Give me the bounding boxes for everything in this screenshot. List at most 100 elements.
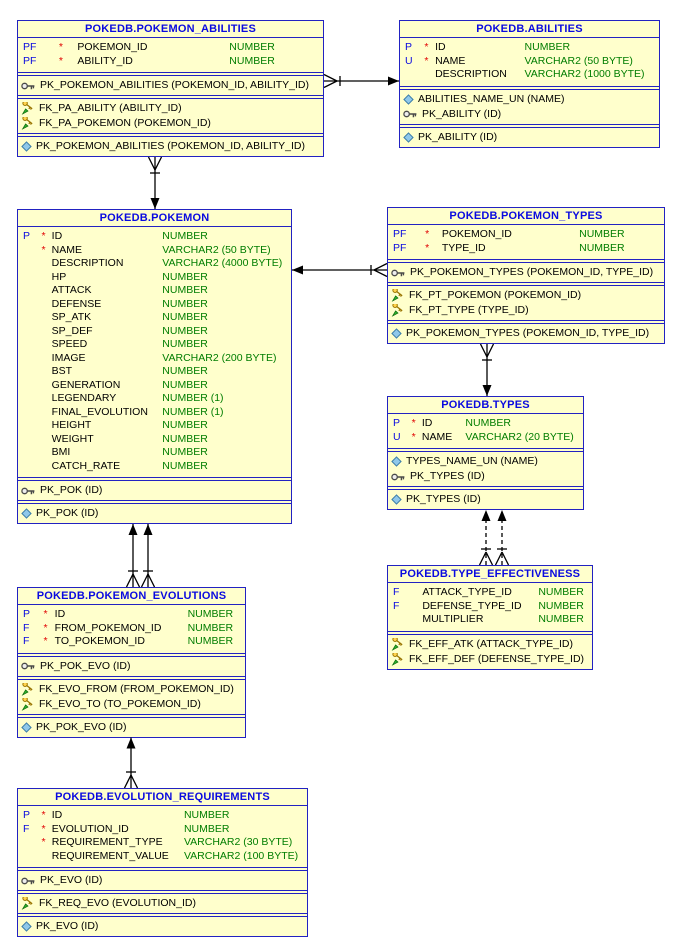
rel-pokemon-evolutions-to-to-pokemon[interactable] [140, 524, 156, 588]
column-type: VARCHAR2 (20 BYTE) [465, 430, 574, 443]
column-flag [20, 419, 41, 433]
column-name: GENERATION [51, 378, 121, 391]
fk-key-icon [391, 652, 405, 666]
column-type: NUMBER [465, 417, 511, 429]
column-type: NUMBER [579, 228, 625, 240]
column-name: ID [54, 608, 66, 620]
rel-pokemon-types-to-pokemon[interactable] [292, 262, 388, 278]
column-flag: F [393, 599, 400, 612]
table-section: PK_ABILITY (ID) [400, 126, 659, 147]
connector-line [123, 774, 132, 789]
column-type: NUMBER [187, 621, 234, 634]
column-flag [20, 284, 41, 298]
connector-line [154, 156, 163, 171]
section-item: FK_PT_POKEMON (POKEMON_ID) [391, 288, 661, 303]
rel-pokemon-abilities-to-pokemon[interactable] [147, 156, 163, 209]
rel-pokemon-types-to-types[interactable] [479, 343, 495, 396]
column-type: NUMBER [524, 41, 571, 53]
column-flag: U [405, 54, 413, 67]
section-item: PK_POKEMON_ABILITIES (POKEMON_ID, ABILIT… [21, 78, 320, 93]
connector-line [125, 573, 134, 588]
pk-key-icon [21, 486, 36, 496]
section-item: PK_ABILITY (ID) [403, 107, 656, 122]
column-name: REQUIREMENT_TYPE [51, 836, 163, 848]
connector-line [132, 573, 141, 588]
section-item: PK_ABILITY (ID) [403, 130, 656, 145]
rel-evolution-requirements-to-pokemon-evolutions[interactable] [123, 737, 139, 789]
column-type: NUMBER [162, 365, 208, 377]
fk-key-icon [21, 117, 35, 130]
required-marker [41, 298, 51, 312]
column-name: DEFENSE [51, 297, 102, 310]
column-type: NUMBER [162, 230, 208, 242]
connector-line [485, 551, 494, 566]
column-type: NUMBER [162, 284, 208, 296]
table-title: POKEDB.ABILITIES [400, 21, 659, 38]
column-type: NUMBER [538, 599, 584, 612]
column-name: ABILITY_ID [77, 54, 133, 67]
column-flag [20, 325, 41, 339]
arrow-head [126, 737, 136, 749]
table-title: POKEDB.EVOLUTION_REQUIREMENTS [18, 789, 307, 806]
column-name: FINAL_EVOLUTION [51, 405, 148, 418]
section-item-label: PK_POK_EVO (ID) [40, 659, 131, 672]
rel-type-effectiveness-defense-to-types[interactable] [494, 510, 510, 566]
column-type: NUMBER [162, 324, 208, 337]
column-flag [20, 406, 41, 420]
section-item-label: PK_EVO (ID) [40, 874, 103, 886]
required-marker: * [41, 243, 46, 256]
connector-line [323, 73, 338, 82]
column-flag: F [393, 586, 400, 598]
column-name: ID [435, 41, 446, 53]
connector-line [478, 551, 487, 566]
column-type: NUMBER [187, 608, 234, 620]
rel-type-effectiveness-attack-to-types[interactable] [478, 510, 494, 566]
column-name: ATTACK_TYPE_ID [422, 586, 512, 598]
required-marker: * [411, 430, 416, 443]
section-item-label: FK_PT_POKEMON (POKEMON_ID) [409, 289, 582, 301]
column-name: REQUIREMENT_VALUE [51, 849, 169, 862]
section-item: TYPES_NAME_UN (NAME) [391, 454, 580, 469]
column-type: NUMBER [162, 419, 208, 431]
column-flag: P [23, 230, 31, 242]
connector-line [373, 262, 388, 271]
column-name: EVOLUTION_ID [51, 822, 129, 835]
column-type: NUMBER [187, 635, 234, 647]
diamond-icon [403, 131, 414, 143]
rel-pokemon-abilities-to-abilities[interactable] [323, 73, 399, 89]
column-name: DESCRIPTION [435, 68, 507, 80]
column-type: VARCHAR2 (100 BYTE) [183, 849, 299, 862]
table-title: POKEDB.POKEMON_ABILITIES [18, 21, 323, 38]
table-section: TYPES_NAME_UN (NAME)PK_TYPES (ID) [388, 451, 583, 487]
column-name: LEGENDARY [51, 392, 117, 404]
required-marker [41, 392, 51, 406]
rel-pokemon-evolutions-from-to-pokemon[interactable] [125, 524, 141, 588]
column-flag: F [23, 635, 30, 647]
connector-line [494, 551, 503, 566]
table-section: FK_EVO_FROM (FROM_POKEMON_ID)FK_EVO_TO (… [18, 678, 245, 715]
required-marker: * [41, 836, 46, 848]
column-type: VARCHAR2 (50 BYTE) [162, 243, 271, 256]
arrow-head [292, 265, 303, 275]
fk-key-icon [21, 102, 35, 115]
section-item-label: PK_POKEMON_ABILITIES (POKEMON_ID, ABILIT… [36, 140, 305, 152]
section-item-label: FK_EFF_DEF (DEFENSE_TYPE_ID) [409, 652, 585, 665]
column-type: NUMBER [162, 459, 208, 472]
